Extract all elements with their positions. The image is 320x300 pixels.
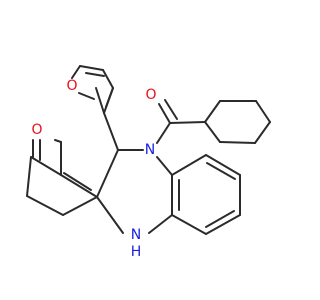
bond	[30, 156, 62, 176]
bond	[204, 100, 221, 123]
bond	[102, 69, 114, 89]
bond	[96, 196, 124, 234]
bond	[148, 214, 173, 234]
amine-nitrogen-label: N	[131, 227, 141, 243]
bond	[171, 154, 207, 176]
bond	[205, 154, 241, 176]
amide-nitrogen-label: N	[145, 142, 155, 158]
bond	[26, 156, 32, 197]
furan-oxygen-label: O	[66, 78, 77, 94]
atom-labels: O O O N N H	[31, 78, 156, 260]
bond	[26, 195, 64, 216]
bond	[79, 65, 104, 71]
bond	[205, 214, 241, 235]
bond	[78, 92, 95, 100]
bond	[219, 141, 256, 144]
bonds	[26, 65, 271, 235]
bond	[255, 100, 271, 123]
bond	[105, 87, 114, 108]
bond	[158, 103, 171, 124]
bond	[63, 172, 92, 191]
bond	[95, 87, 105, 114]
bond	[71, 65, 81, 79]
bond	[206, 162, 236, 180]
bond	[96, 149, 119, 198]
bond	[254, 121, 271, 144]
bond	[171, 214, 207, 235]
bond	[156, 122, 171, 144]
amine-hydrogen-label: H	[131, 244, 142, 260]
bond	[85, 72, 105, 77]
bond	[60, 174, 98, 198]
bond	[156, 156, 173, 176]
bond	[103, 112, 119, 151]
bond	[62, 196, 98, 216]
ketone-oxygen-label: O	[31, 122, 42, 138]
bond	[205, 210, 235, 228]
bond	[169, 121, 206, 124]
carbonyl-oxygen-label: O	[145, 87, 156, 103]
bond	[54, 139, 62, 143]
bond	[204, 121, 221, 143]
bond	[164, 99, 178, 120]
molecule-structure: O O O N N H	[26, 65, 271, 260]
